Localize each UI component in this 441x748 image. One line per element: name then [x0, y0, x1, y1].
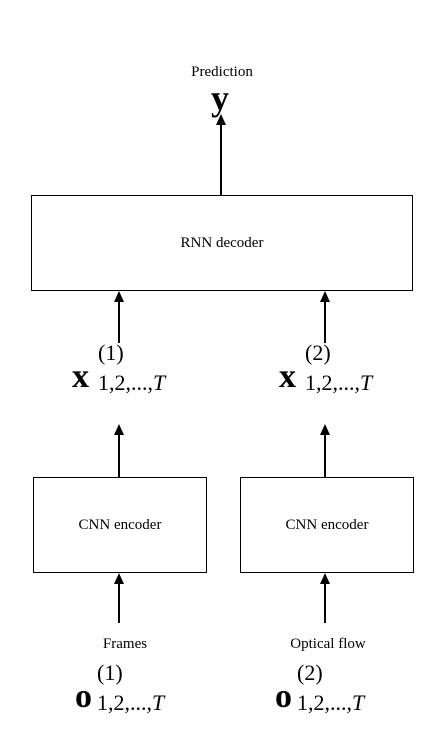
rnn-decoder-label: RNN decoder [180, 234, 264, 251]
feature-symbol-2: x (2) 1,2,...,T [279, 340, 373, 395]
cnn-encoder-label-2: CNN encoder [285, 516, 369, 533]
input-label-optical-flow: Optical flow [290, 636, 366, 652]
prediction-symbol: y [211, 78, 229, 118]
input-symbol-1: o (1) 1,2,...,T [75, 660, 165, 715]
input-symbol-2: o (2) 1,2,...,T [275, 660, 365, 715]
prediction-label: Prediction [191, 64, 253, 80]
input-label-frames: Frames [102, 636, 148, 652]
cnn-encoder-label-1: CNN encoder [78, 516, 162, 533]
rnn-decoder-box: RNN decoder [31, 195, 413, 291]
cnn-encoder-box-2: CNN encoder [240, 477, 414, 573]
cnn-encoder-box-1: CNN encoder [33, 477, 207, 573]
feature-symbol-1: x (1) 1,2,...,T [72, 340, 166, 395]
